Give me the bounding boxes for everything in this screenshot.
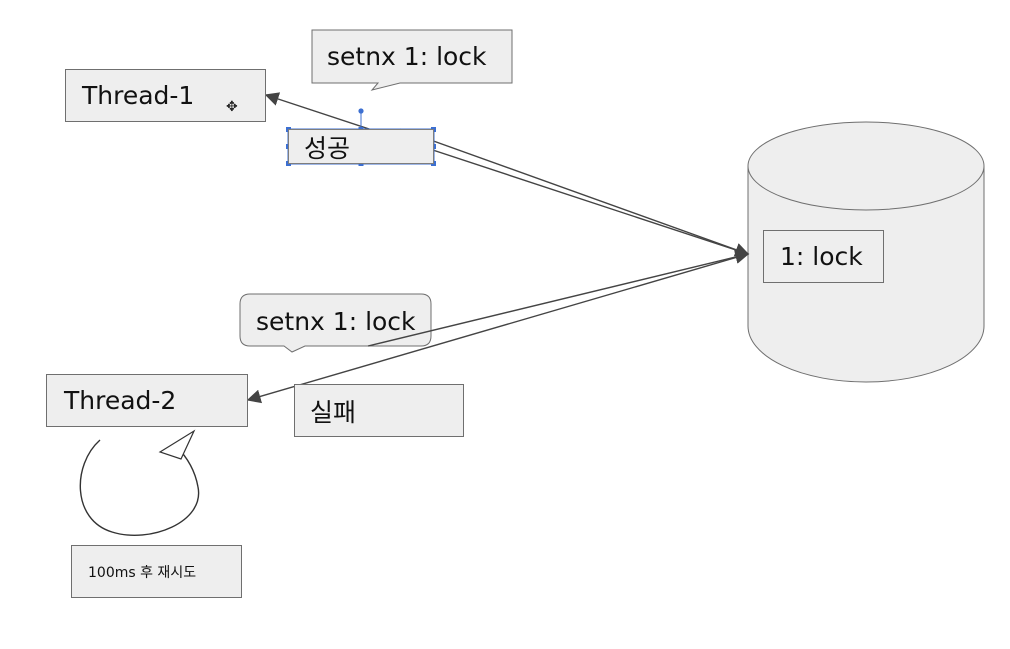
lock-entry-label: 1: lock <box>780 242 863 271</box>
success-response-box[interactable]: 성공 <box>288 129 434 164</box>
move-cursor-icon: ✥ <box>226 99 238 115</box>
fail-response-box[interactable]: 실패 <box>294 384 464 437</box>
setnx-arrow-thread2 <box>367 250 750 347</box>
request-callout-2-label: setnx 1: lock <box>256 307 416 336</box>
success-arrow-to-thread1 <box>264 92 749 255</box>
setnx-arrow-thread1 <box>399 128 750 257</box>
thread2-box[interactable]: Thread-2 <box>46 374 248 427</box>
retry-note-box[interactable]: 100ms 후 재시도 <box>71 545 242 598</box>
success-label: 성공 <box>304 133 351 163</box>
fail-label: 실패 <box>310 397 357 427</box>
request-callout-1-label: setnx 1: lock <box>327 42 487 71</box>
request-callout-2 <box>239 293 432 353</box>
retry-loop-arrow <box>79 439 200 536</box>
fail-arrow-to-thread2 <box>246 253 749 404</box>
thread2-label: Thread-2 <box>64 386 177 415</box>
thread1-box[interactable]: Thread-1 <box>65 69 266 122</box>
lock-entry-box[interactable]: 1: lock <box>763 230 884 283</box>
request-callout-1 <box>311 29 513 91</box>
retry-loop-arrowhead <box>158 429 196 460</box>
thread1-label: Thread-1 <box>82 81 195 110</box>
retry-label: 100ms 후 재시도 <box>88 564 197 581</box>
